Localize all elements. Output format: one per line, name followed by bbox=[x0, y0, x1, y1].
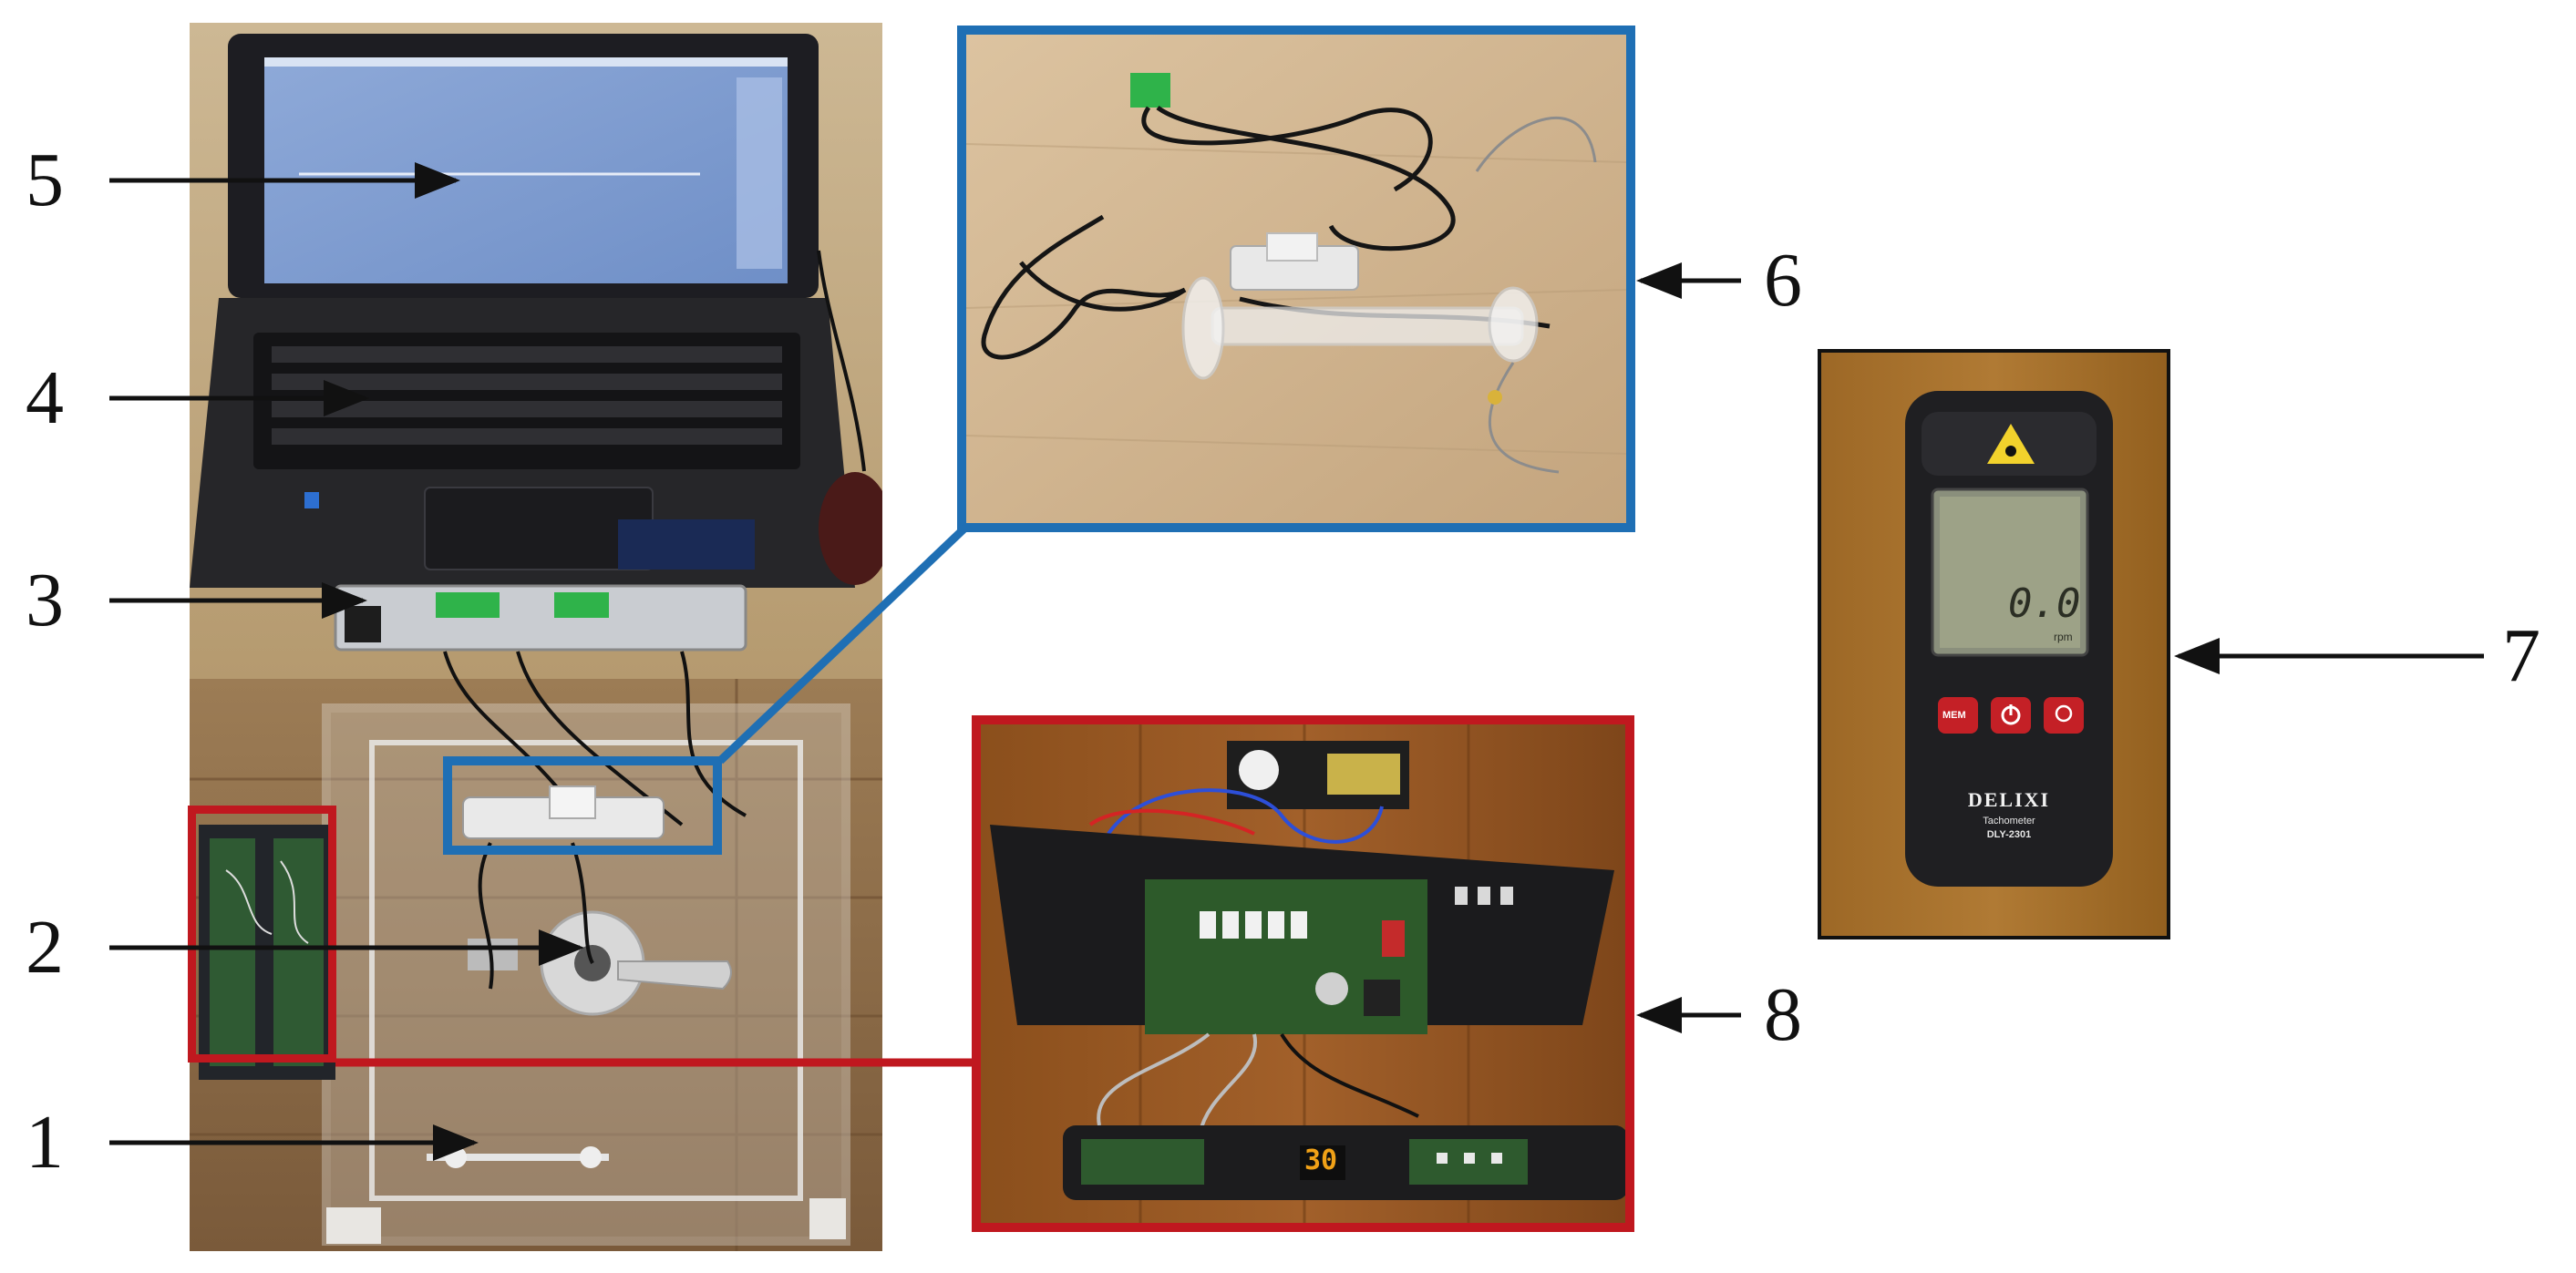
tachometer-reading: 0.0 bbox=[2008, 580, 2081, 627]
label-2: 2 bbox=[26, 905, 64, 990]
label-3: 3 bbox=[26, 558, 64, 642]
label-8: 8 bbox=[1764, 972, 1802, 1057]
control-board-display-value: 30 bbox=[1304, 1145, 1338, 1176]
tachometer-brand: DELIXI bbox=[1967, 788, 2051, 811]
label-5: 5 bbox=[26, 138, 64, 222]
tachometer-photo: 0.0 rpm MEM DELIXI Tachometer DLY-2301 bbox=[1818, 349, 2170, 939]
tachometer-model-code: DLY-2301 bbox=[1986, 829, 2032, 840]
tachometer-unit: rpm bbox=[2054, 631, 2073, 643]
label-4: 4 bbox=[26, 355, 64, 440]
blue-connector-line bbox=[716, 523, 970, 765]
sensor-closeup-photo bbox=[957, 26, 1635, 532]
label-6: 6 bbox=[1764, 238, 1802, 323]
control-board-photo: 30 bbox=[972, 715, 1634, 1232]
sensor-highlight-box bbox=[443, 756, 722, 855]
label-7: 7 bbox=[2502, 613, 2540, 698]
tachometer-model-name: Tachometer bbox=[1983, 816, 2035, 826]
tachometer-mem-button-label: MEM bbox=[1942, 710, 1966, 721]
label-1: 1 bbox=[26, 1100, 64, 1185]
board-highlight-box bbox=[188, 806, 336, 1063]
main-setup-photo bbox=[190, 23, 882, 1251]
